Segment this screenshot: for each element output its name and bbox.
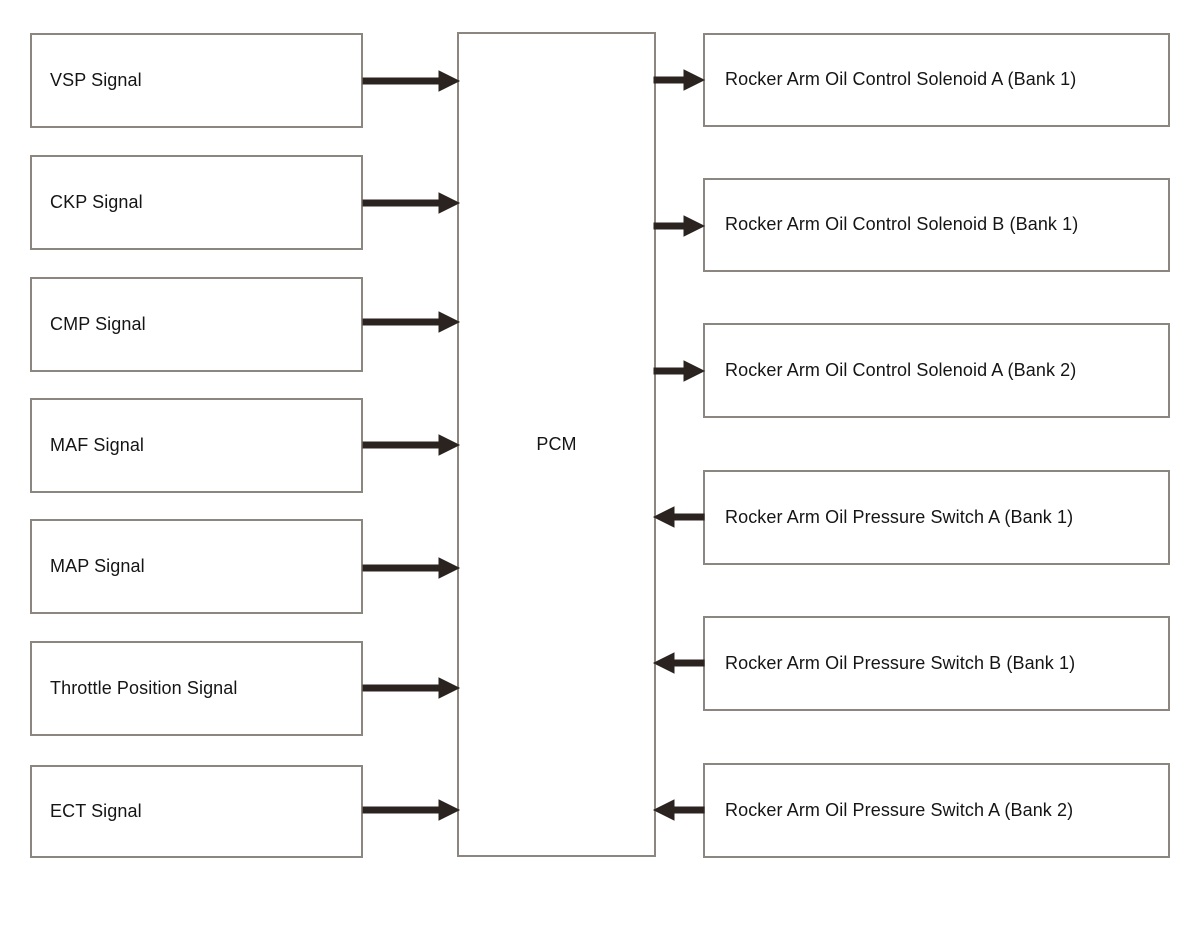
output-device-box: Rocker Arm Oil Pressure Switch A (Bank 2…	[703, 763, 1170, 858]
pcm-label: PCM	[536, 433, 577, 454]
output-device-box: Rocker Arm Oil Control Solenoid A (Bank …	[703, 323, 1170, 418]
input-signal-label: MAF Signal	[50, 434, 145, 455]
output-device-box: Rocker Arm Oil Pressure Switch B (Bank 1…	[703, 616, 1170, 711]
input-signal-box: VSP Signal	[30, 33, 363, 128]
output-device-label: Rocker Arm Oil Pressure Switch B (Bank 1…	[725, 652, 1076, 673]
input-signal-box: MAP Signal	[30, 519, 363, 614]
input-signal-box: MAF Signal	[30, 398, 363, 493]
input-signal-box: CMP Signal	[30, 277, 363, 372]
input-signal-label: MAP Signal	[50, 555, 145, 576]
input-signal-box: ECT Signal	[30, 765, 363, 858]
input-signal-label: Throttle Position Signal	[50, 677, 238, 698]
input-signal-label: ECT Signal	[50, 800, 142, 821]
input-signal-label: CKP Signal	[50, 191, 143, 212]
input-signal-box: Throttle Position Signal	[30, 641, 363, 736]
output-device-label: Rocker Arm Oil Pressure Switch A (Bank 2…	[725, 799, 1074, 820]
input-signal-label: VSP Signal	[50, 69, 142, 90]
output-device-label: Rocker Arm Oil Control Solenoid A (Bank …	[725, 69, 1077, 90]
output-device-box: Rocker Arm Oil Control Solenoid B (Bank …	[703, 178, 1170, 272]
input-signal-box: CKP Signal	[30, 155, 363, 250]
input-signal-label: CMP Signal	[50, 313, 146, 334]
output-device-box: Rocker Arm Oil Pressure Switch A (Bank 1…	[703, 470, 1170, 565]
pcm-module-box: PCM	[457, 32, 656, 857]
output-device-box: Rocker Arm Oil Control Solenoid A (Bank …	[703, 33, 1170, 127]
output-device-label: Rocker Arm Oil Control Solenoid A (Bank …	[725, 359, 1077, 380]
output-device-label: Rocker Arm Oil Pressure Switch A (Bank 1…	[725, 506, 1074, 527]
output-device-label: Rocker Arm Oil Control Solenoid B (Bank …	[725, 214, 1079, 235]
